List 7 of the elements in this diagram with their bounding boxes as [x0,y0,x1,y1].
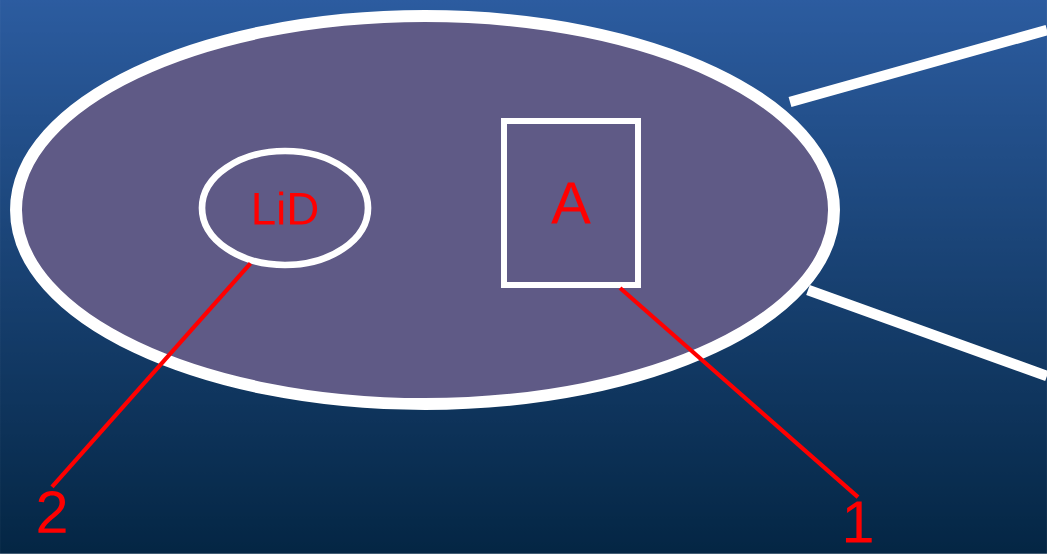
callout-number: 2 [38,491,66,533]
ellipse-shape [10,10,840,410]
leader-line [618,286,860,499]
callout-number: 1 [845,501,872,543]
leader-line [50,261,253,489]
box-label: A [501,118,641,288]
ellipse-label: LiD [198,147,372,269]
